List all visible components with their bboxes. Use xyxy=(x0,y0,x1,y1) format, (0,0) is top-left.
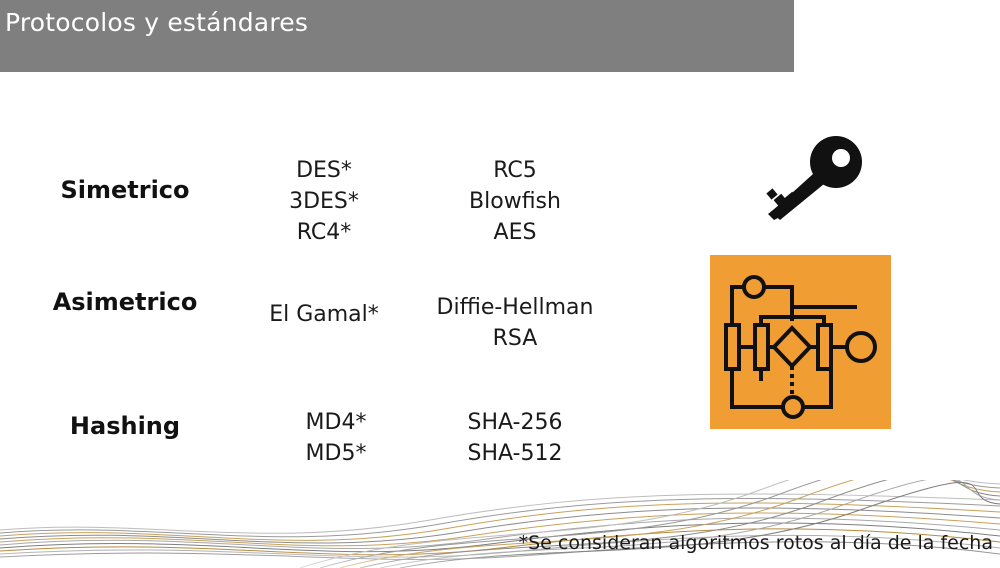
asymmetric-secure-list: Diffie-Hellman RSA xyxy=(400,292,630,354)
list-item: El Gamal* xyxy=(269,302,379,327)
list-item: AES xyxy=(493,220,537,245)
category-asymmetric-label: Asimetrico xyxy=(52,288,198,316)
symmetric-broken-list: DES* 3DES* RC4* xyxy=(224,155,424,248)
symmetric-secure-list: RC5 Blowfish AES xyxy=(415,155,615,248)
list-item: SHA-256 xyxy=(467,410,563,435)
category-hashing-label: Hashing xyxy=(69,412,181,440)
category-symmetric-label: Simetrico xyxy=(60,176,190,204)
key-icon xyxy=(766,136,862,220)
footnote: *Se consideran algoritmos rotos al día d… xyxy=(518,532,993,554)
flowchart-icon xyxy=(710,255,891,429)
hashing-secure-list: SHA-256 SHA-512 xyxy=(415,407,615,469)
list-item: RC5 xyxy=(493,158,537,183)
list-item: Blowfish xyxy=(469,189,561,214)
decorative-waves xyxy=(0,480,1000,568)
list-item: 3DES* xyxy=(289,189,359,214)
list-item: RC4* xyxy=(296,220,352,245)
list-item: RSA xyxy=(492,326,538,351)
list-item: DES* xyxy=(296,158,352,183)
list-item: MD4* xyxy=(305,410,367,435)
list-item: MD5* xyxy=(305,441,367,466)
list-item: SHA-512 xyxy=(467,441,563,466)
title-bar: Protocolos y estándares xyxy=(0,0,794,72)
page-title: Protocolos y estándares xyxy=(5,8,309,37)
hashing-broken-list: MD4* MD5* xyxy=(236,407,436,469)
list-item: Diffie-Hellman xyxy=(436,295,594,320)
asymmetric-broken-list: El Gamal* xyxy=(224,299,424,330)
